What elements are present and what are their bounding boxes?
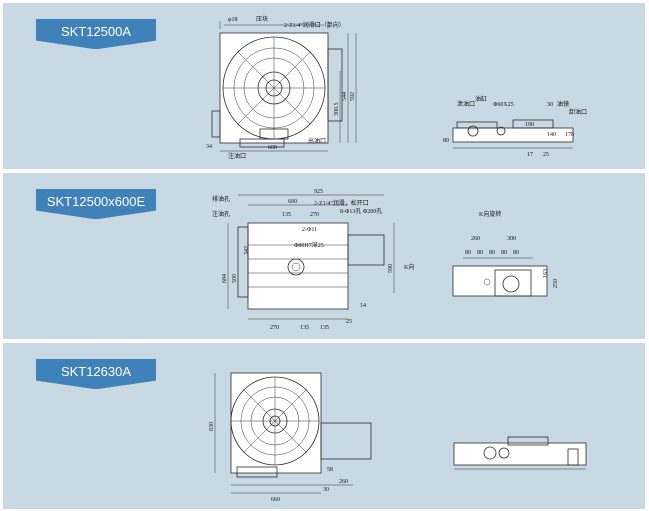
dim-spacing-2: 80 [477, 250, 483, 256]
dim-178: 178 [565, 132, 574, 138]
dim-34: 34 [206, 144, 212, 150]
top-view-drawing: φ18 压块 2-Z1/4"润滑口（单向） 600 出油口 注油口 34 544… [206, 15, 357, 160]
dim-190: 190 [525, 122, 534, 128]
top-view-drawing: 925 600 排油孔 注油孔 135 270 2-Z1/4"润滑，松开口 8-… [212, 189, 414, 331]
label-drain: 泄油口 [457, 100, 475, 108]
dim-14: 14 [360, 303, 366, 309]
dim-30: 30 [547, 102, 553, 108]
side-view-drawing: 泄油口 油缸 Φ60X25 30 油镜 卸油口 190 25 17 80 140… [443, 95, 587, 158]
dim-r163: 163 [543, 269, 549, 278]
dim-d18: φ18 [228, 17, 237, 23]
dim-630: 630 [209, 422, 215, 431]
model-tag: SKT12500A [36, 19, 156, 49]
dim-30: 30 [323, 487, 329, 493]
label-rod: 油缸 [475, 95, 487, 103]
dim-140: 140 [547, 132, 556, 138]
dim-135c: 135 [320, 325, 329, 331]
label-press: 压块 [256, 15, 268, 23]
dim-600: 600 [268, 145, 277, 151]
dim-spacing-4: 80 [501, 250, 507, 256]
dim-270b: 270 [270, 325, 279, 331]
dim-135b: 135 [300, 325, 309, 331]
dim-58: 58 [327, 467, 333, 473]
dim-spacing-1: 80 [465, 250, 471, 256]
dim-spacing-3: 80 [489, 250, 495, 256]
model-tag: SKT12630A [36, 359, 156, 389]
dim-684: 684 [222, 274, 228, 283]
label-brake: 油镜 [557, 100, 569, 108]
label-top-note: 2-Z1/4"润滑，松开口 [314, 199, 369, 207]
dim-592: 592 [350, 92, 356, 101]
dim-342: 342 [244, 246, 250, 255]
dim-17: 17 [527, 152, 533, 158]
dim-d60: Φ60X25 [493, 102, 514, 108]
label-inlet: 注油口 [228, 152, 246, 160]
side-view-drawing [453, 436, 587, 470]
dim-spacing-5: 80 [513, 250, 519, 256]
label-drain: 排油孔 [212, 195, 230, 203]
dim-135: 135 [282, 212, 291, 218]
label-top-note: 2-Z1/4"润滑口（单向） [284, 21, 345, 29]
dim-590: 590 [388, 264, 394, 273]
label-inlet: 注油孔 [212, 210, 230, 218]
label-outlet: 出油口 [308, 137, 326, 145]
section-skt12500x600e: SKT12500x600E 925 600 排油孔 注油孔 135 270 2-… [3, 173, 645, 339]
dim-2-11: 2-Φ11 [302, 227, 317, 233]
label-k-dir: K向 [404, 263, 414, 271]
dim-r250: 250 [553, 279, 559, 288]
dim-500: 500 [232, 274, 238, 283]
section-skt12500a: SKT12500A φ18 压块 2-Z1/4"润滑口（单向） 600 出油口 … [3, 3, 645, 169]
dim-544: 544 [342, 92, 348, 101]
dim-260: 260 [339, 479, 348, 485]
model-tag: SKT12500x600E [36, 189, 156, 219]
dim-r260: 260 [471, 236, 480, 242]
k-view-drawing: K向旋转 260 300 80 80 80 80 80 163 250 [452, 210, 559, 297]
dim-660: 660 [271, 497, 280, 503]
dim-925: 925 [314, 189, 323, 195]
dim-d80: Φ80H7深25 [294, 241, 324, 249]
dim-r300: 300 [507, 236, 516, 242]
dim-300-5: 300.5 [334, 103, 340, 117]
dim-600: 600 [288, 199, 297, 205]
label-k-view: K向旋转 [479, 210, 501, 218]
label-holes: 8-Φ13孔 Φ200孔 [340, 207, 382, 215]
label-outlet-side: 卸油口 [569, 108, 587, 116]
dim-270: 270 [310, 212, 319, 218]
top-view-drawing: 630 660 260 30 58 [209, 372, 372, 503]
section-skt12630a: SKT12630A 630 660 260 30 58 [3, 343, 645, 509]
dim-25: 25 [346, 319, 352, 325]
dim-80: 80 [443, 138, 449, 144]
dim-25: 25 [543, 152, 549, 158]
